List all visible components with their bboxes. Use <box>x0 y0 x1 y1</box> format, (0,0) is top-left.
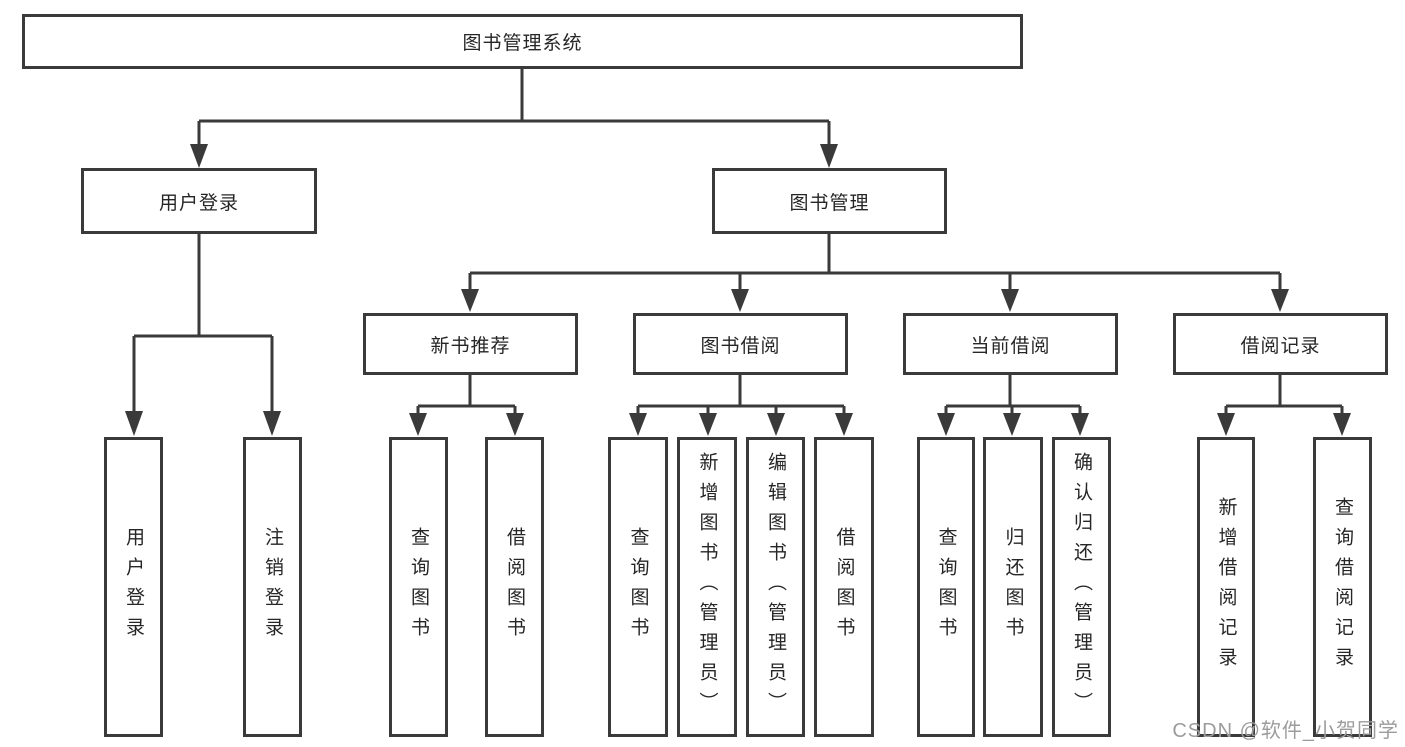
leaf-confirm-return-admin-label: 确认归还（管理员） <box>1071 452 1092 722</box>
arrow-down-icon <box>835 413 853 436</box>
csdn-watermark: CSDN @软件_小贺同学 <box>1172 720 1399 742</box>
leaf-query-books-current: 查询图书 <box>917 437 975 737</box>
arrow-down-icon <box>1001 289 1019 312</box>
node-user-login: 用户登录 <box>81 168 317 234</box>
leaf-return-book: 归还图书 <box>983 437 1043 737</box>
arrow-down-icon <box>409 413 427 436</box>
leaf-return-book-label: 归还图书 <box>1002 527 1024 647</box>
node-book-management: 图书管理 <box>712 168 947 234</box>
leaf-query-books-borrow: 查询图书 <box>608 437 668 737</box>
node-borrow-records-label: 借阅记录 <box>1240 335 1321 357</box>
leaf-user-login-label: 用户登录 <box>123 527 144 647</box>
arrow-down-icon <box>937 413 955 436</box>
leaf-logout-label: 注销登录 <box>262 527 283 647</box>
arrow-down-icon <box>820 144 838 168</box>
arrow-down-icon <box>1071 413 1089 436</box>
arrow-down-icon <box>1003 413 1021 436</box>
leaf-query-borrow-record: 查询借阅记录 <box>1313 437 1372 737</box>
leaf-borrow-books-recommend-label: 借阅图书 <box>504 527 525 647</box>
node-new-book-recommend-label: 新书推荐 <box>430 335 511 357</box>
leaf-query-books-recommend-label: 查询图书 <box>408 527 429 647</box>
arrow-down-icon <box>1333 413 1351 436</box>
arrow-down-icon <box>731 289 749 312</box>
leaf-edit-book-admin-label: 编辑图书（管理员） <box>765 452 786 722</box>
node-new-book-recommend: 新书推荐 <box>363 313 578 375</box>
leaf-user-login: 用户登录 <box>104 437 163 737</box>
arrow-down-icon <box>506 413 524 436</box>
leaf-add-borrow-record-label: 新增借阅记录 <box>1215 497 1237 677</box>
leaf-query-borrow-record-label: 查询借阅记录 <box>1332 497 1353 677</box>
leaf-query-books-recommend: 查询图书 <box>389 437 448 737</box>
arrow-down-icon <box>767 413 785 436</box>
node-borrow-records: 借阅记录 <box>1173 313 1388 375</box>
node-library-system: 图书管理系统 <box>22 14 1023 69</box>
arrow-down-icon <box>1271 289 1289 312</box>
node-user-login-label: 用户登录 <box>158 192 239 214</box>
node-current-borrow: 当前借阅 <box>903 313 1118 375</box>
leaf-query-books-borrow-label: 查询图书 <box>627 527 649 647</box>
arrow-down-icon <box>461 289 479 312</box>
leaf-edit-book-admin: 编辑图书（管理员） <box>746 437 805 737</box>
leaf-borrow-books-recommend: 借阅图书 <box>485 437 544 737</box>
leaf-add-borrow-record: 新增借阅记录 <box>1197 437 1255 737</box>
arrow-down-icon <box>1217 413 1235 436</box>
node-book-management-label: 图书管理 <box>789 192 870 214</box>
arrow-down-icon <box>190 144 208 168</box>
node-current-borrow-label: 当前借阅 <box>970 335 1051 357</box>
node-library-system-label: 图书管理系统 <box>462 33 583 54</box>
leaf-add-book-admin: 新增图书（管理员） <box>677 437 737 737</box>
arrow-down-icon <box>699 413 717 436</box>
leaf-query-books-current-label: 查询图书 <box>935 527 957 647</box>
leaf-borrow-books: 借阅图书 <box>814 437 874 737</box>
arrow-down-icon <box>125 411 143 436</box>
leaf-borrow-books-label: 借阅图书 <box>833 527 855 647</box>
leaf-confirm-return-admin: 确认归还（管理员） <box>1052 437 1111 737</box>
leaf-logout: 注销登录 <box>243 437 302 737</box>
arrow-down-icon <box>629 413 647 436</box>
leaf-add-book-admin-label: 新增图书（管理员） <box>696 452 718 722</box>
node-book-borrow: 图书借阅 <box>633 313 848 375</box>
node-book-borrow-label: 图书借阅 <box>700 335 781 357</box>
arrow-down-icon <box>263 411 281 436</box>
